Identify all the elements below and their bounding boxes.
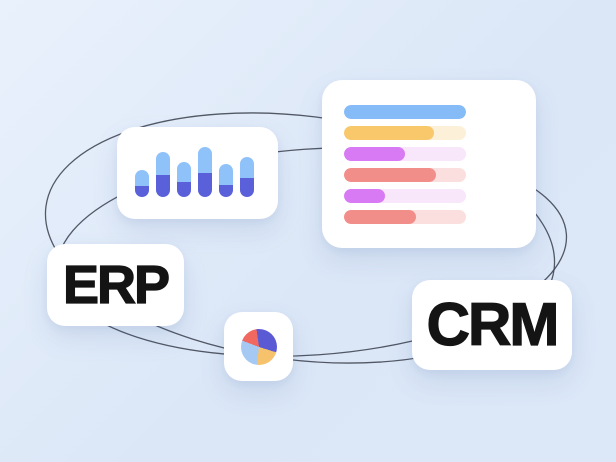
progress-list-card [322,80,536,248]
progress-row [344,168,466,182]
progress-row [344,210,466,224]
bar-column [240,157,254,197]
progress-list [344,105,466,224]
progress-row [344,105,466,119]
progress-fill [344,168,436,182]
bar-segment-light-blue [135,170,149,186]
progress-fill [344,126,435,140]
bar-segment-light-blue [240,157,254,178]
progress-fill [344,105,466,119]
bar-chart-card [117,127,278,219]
bar-column [156,152,170,197]
progress-row [344,147,466,161]
pie-chart-card [224,312,293,381]
bar-segment-light-blue [156,152,170,175]
progress-fill [344,189,386,203]
bar-segment-light-blue [198,147,212,173]
progress-fill [344,210,416,224]
erp-label: ERP [62,255,170,315]
bar-segment-light-blue [177,162,191,182]
bar-segment-light-blue [219,164,233,185]
progress-row [344,189,466,203]
bar-column [198,147,212,197]
bar-chart [135,145,254,197]
crm-label: CRM [426,291,560,358]
bar-segment-indigo [177,182,191,197]
bar-column [219,164,233,197]
progress-fill [344,147,405,161]
progress-row [344,126,466,140]
pie-chart [240,328,277,365]
bar-segment-indigo [240,178,254,197]
bar-column [177,162,191,197]
erp-card: ERP [47,244,184,326]
bar-column [135,170,149,197]
bar-segment-indigo [135,186,149,197]
crm-card: CRM [412,280,572,370]
bar-segment-indigo [219,185,233,197]
bar-segment-indigo [156,175,170,197]
bar-segment-indigo [198,173,212,197]
